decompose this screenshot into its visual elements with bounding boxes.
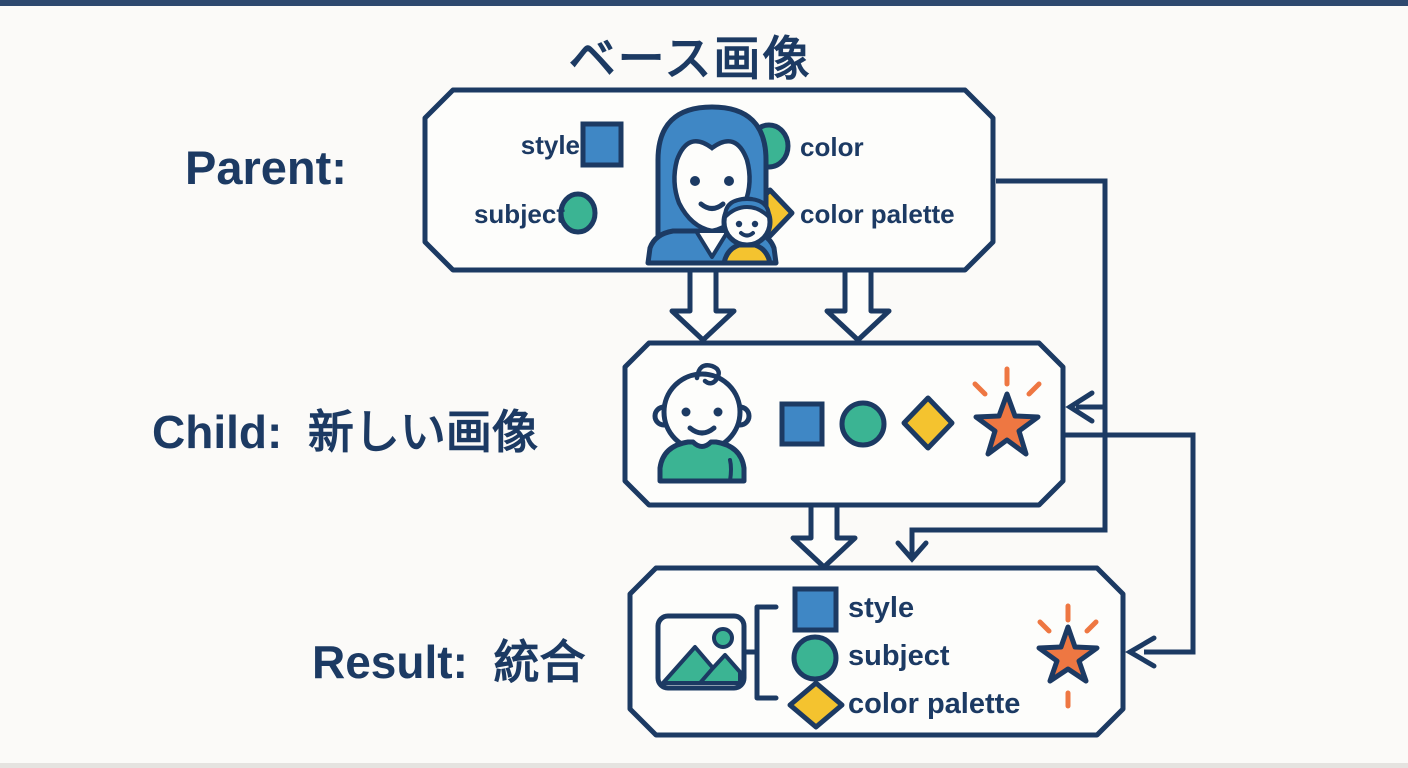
base-image-title: ベース画像 (568, 32, 812, 85)
arrowhead-down-icon (895, 540, 929, 563)
result-box (627, 565, 1126, 738)
parent-color-palette-label: color palette (800, 199, 955, 229)
arrowhead-left-icon (1065, 390, 1095, 424)
star-ray (972, 381, 988, 397)
child-row-label: Child: 新しい画像 (152, 406, 538, 458)
child-eye (751, 220, 759, 228)
star-shape (973, 391, 1041, 457)
style-square-icon (779, 401, 825, 447)
result-style-label: style (848, 592, 915, 624)
subject-circle-icon (791, 634, 839, 682)
baby-eye (681, 407, 691, 417)
star-ray (1026, 381, 1042, 397)
child-box (622, 340, 1066, 508)
down-arrow-icon (669, 271, 737, 343)
mother-smile (698, 201, 726, 211)
star-shape (1036, 624, 1100, 684)
subject-circle-icon (558, 191, 598, 235)
picture-sun (712, 627, 734, 649)
top-border-line (0, 0, 1408, 6)
child-shirt (721, 242, 773, 266)
style-square-icon (792, 586, 839, 633)
baby-head (661, 371, 743, 453)
mother-and-child-icon (645, 104, 779, 266)
parent-style-label: style (520, 130, 580, 160)
bottom-border-line (0, 763, 1408, 768)
baby-icon (652, 363, 752, 484)
picture-icon (655, 613, 747, 691)
style-square-icon (580, 121, 624, 168)
result-color-palette-label: color palette (848, 688, 1021, 720)
child-smile (739, 231, 755, 238)
sparkle-star-icon (972, 366, 1042, 457)
result-box-outline (627, 565, 1126, 738)
parent-row-label: Parent: (185, 141, 347, 194)
parent-box (422, 87, 996, 273)
color-palette-diamond-icon (787, 680, 845, 730)
mother-eye (724, 176, 734, 186)
baby-smile (687, 425, 717, 436)
arrowhead-left-icon (1125, 635, 1157, 669)
baby-shirt (657, 439, 747, 484)
star-ray (1037, 619, 1052, 634)
connector-line (1063, 432, 1196, 655)
down-arrow-icon (790, 506, 858, 570)
picture-mountains (661, 645, 742, 685)
connector-line (909, 178, 1108, 557)
mother-eye (690, 176, 700, 186)
result-subject-label: subject (848, 640, 950, 672)
result-row-label: Result: 統合 (312, 636, 586, 688)
baby-eye (713, 407, 723, 417)
picture-ridge (698, 666, 715, 685)
subject-circle-icon (839, 400, 887, 448)
color-palette-diamond-icon (901, 395, 955, 451)
connector-parent-to-child (895, 178, 1108, 563)
child-eye (735, 220, 743, 228)
down-arrow-icon (824, 271, 892, 343)
baby-arm-line (728, 458, 733, 483)
star-ray (1084, 619, 1099, 634)
hollow-arrows (669, 271, 892, 570)
mother-vneck (694, 229, 730, 259)
baby-curl (694, 363, 721, 386)
child-hair (723, 197, 771, 219)
parent-subject-label: subject (473, 199, 565, 229)
parent-color-label: color (800, 132, 864, 162)
bracket-icon (743, 604, 779, 701)
sparkle-star-icon (1036, 603, 1100, 709)
connector-child-to-result (1063, 432, 1196, 669)
